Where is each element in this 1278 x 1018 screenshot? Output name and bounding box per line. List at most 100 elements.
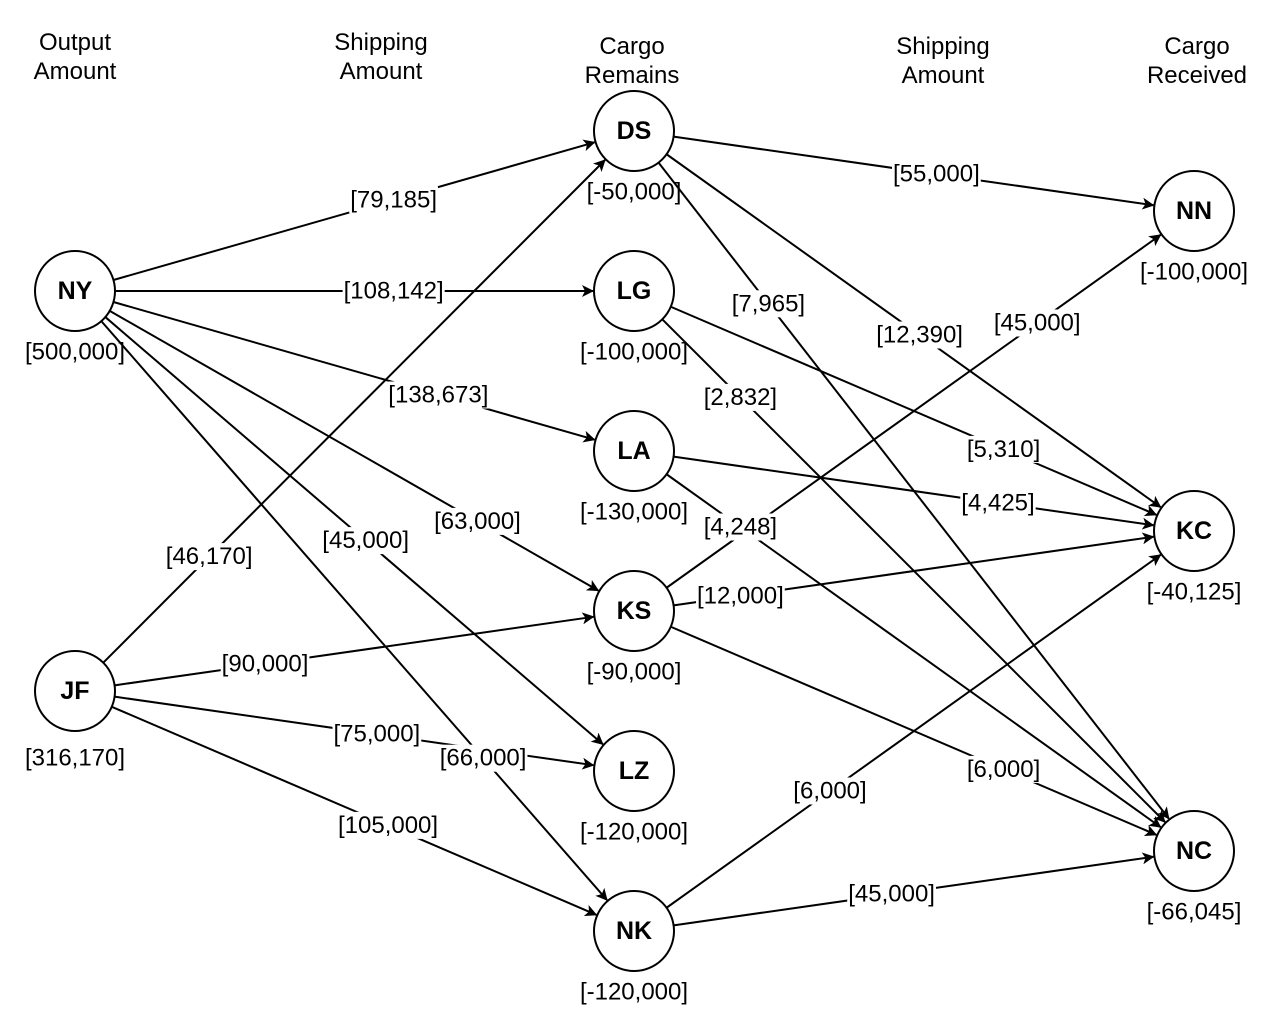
edge-label-text: [66,000] xyxy=(440,745,527,772)
node-lz: LZ [-120,000] xyxy=(580,730,688,846)
node-label: KC xyxy=(1176,517,1212,545)
edge-label-text: [5,310] xyxy=(967,436,1040,463)
header-shipping1-line2: Amount xyxy=(340,58,423,85)
edge-label-bg xyxy=(702,383,779,411)
node-label: NK xyxy=(616,917,652,945)
node-circle xyxy=(593,730,675,812)
node-circle xyxy=(1153,490,1235,572)
nodes-layer: NY[500,000] JF[316,170] DS[-50,000] LG[-100… xyxy=(25,90,1248,1006)
node-circle xyxy=(1153,810,1235,892)
edge-label-ny-lz: [45,000] xyxy=(321,527,411,555)
edge-label-bg xyxy=(847,880,936,908)
edge-label-text: [45,000] xyxy=(848,881,935,908)
header-shipping2-line2: Amount xyxy=(902,62,985,89)
node-value: [-120,000] xyxy=(580,819,688,846)
edge-label-text: [4,425] xyxy=(961,490,1034,517)
edge-label-bg xyxy=(321,527,411,555)
edge-label-lg-kc: [5,310] xyxy=(965,435,1042,463)
edge-nk-kc xyxy=(665,554,1162,909)
header-output-line1: Output xyxy=(39,29,111,56)
node-circle xyxy=(593,570,675,652)
edge-label-ny-la: [138,673] xyxy=(387,381,490,409)
edge-label-nk-kc: [6,000] xyxy=(792,777,868,805)
edge-label-bg xyxy=(992,309,1082,337)
edge-label-bg xyxy=(892,160,981,188)
edge-label-ny-ds: [79,185] xyxy=(349,186,439,214)
edge-label-jf-ds: [46,170] xyxy=(164,543,254,571)
edge-label-bg xyxy=(960,489,1036,517)
edge-ny-nk xyxy=(100,320,608,901)
edge-label-jf-nk: [105,000] xyxy=(336,811,440,839)
node-circle xyxy=(593,90,675,172)
edge-label-ds-nc: [7,965] xyxy=(730,290,807,318)
edge-la-kc xyxy=(673,455,1155,530)
edge-label-text: [12,390] xyxy=(876,322,963,349)
edge-label-la-nc: [4,248] xyxy=(702,513,779,541)
edge-label-text: [45,000] xyxy=(322,527,409,554)
edge-label-ks-nc: [6,000] xyxy=(965,755,1042,783)
header-received-line1: Cargo xyxy=(1164,33,1229,60)
node-value: [-130,000] xyxy=(580,499,688,526)
edge-label-bg xyxy=(342,277,445,305)
header-remains-line1: Cargo xyxy=(599,33,664,60)
node-value: [-40,125] xyxy=(1147,579,1242,606)
node-ds: DS[-50,000] xyxy=(587,90,682,206)
node-label: NC xyxy=(1176,837,1212,865)
node-value: [-100,000] xyxy=(580,339,688,366)
header-output-amount: Output Amount xyxy=(34,29,117,85)
edge-label-bg xyxy=(433,507,522,535)
header-remains-line2: Remains xyxy=(585,62,680,89)
edge-label-text: [108,142] xyxy=(344,278,444,305)
edge-label-bg xyxy=(349,186,439,214)
edge-label-text: [138,673] xyxy=(388,382,488,409)
node-la: LA[-130,000] xyxy=(580,410,688,526)
edge-label-ks-nn: [45,000] xyxy=(992,309,1082,337)
node-nc: NC[-66,045] xyxy=(1147,810,1241,926)
node-lg: LG[-100,000] xyxy=(580,250,688,366)
edge-label-bg xyxy=(875,321,964,349)
edge-label-bg xyxy=(387,381,490,409)
node-value: [-120,000] xyxy=(580,979,688,1006)
edge-label-ny-lg: [108,142] xyxy=(342,277,445,305)
edge-label-text: [4,248] xyxy=(704,514,777,541)
node-circle xyxy=(593,890,675,972)
edge-label-lg-nc: [2,832] xyxy=(702,383,779,411)
node-value: [316,170] xyxy=(25,745,125,772)
edge-jf-ks xyxy=(114,612,595,687)
edge-label-text: [55,000] xyxy=(893,161,980,188)
edge-label-jf-lz: [75,000] xyxy=(332,720,422,748)
node-value: [-50,000] xyxy=(587,179,682,206)
node-ks: KS[-90,000] xyxy=(587,570,682,686)
node-circle xyxy=(593,410,675,492)
edge-label-ds-nn: [55,000] xyxy=(892,160,981,188)
edge-label-text: [6,000] xyxy=(967,756,1040,783)
edge-label-bg xyxy=(702,513,779,541)
edge-label-bg xyxy=(965,435,1042,463)
edge-label-text: [90,000] xyxy=(222,650,309,677)
header-shipping1-line1: Shipping xyxy=(334,29,427,56)
edge-jf-nk xyxy=(111,705,598,916)
edges-layer: [79,185] [108,142] [138,673] [63,000] [45,00… xyxy=(100,135,1170,927)
header-shipping2-line1: Shipping xyxy=(896,33,989,60)
edge-label-ds-kc: [12,390] xyxy=(875,321,964,349)
node-ny: NY[500,000] xyxy=(25,250,125,366)
node-label: NN xyxy=(1176,197,1212,225)
edge-label-bg xyxy=(730,290,807,318)
edge-label-bg xyxy=(164,543,254,571)
edge-label-bg xyxy=(336,811,440,839)
node-value: [-100,000] xyxy=(1140,259,1248,286)
edge-label-ny-ks: [63,000] xyxy=(433,507,522,535)
edge-label-nk-nc: [45,000] xyxy=(847,880,936,908)
node-value: [-90,000] xyxy=(587,659,682,686)
edge-label-text: [12,000] xyxy=(697,582,784,609)
node-label: LZ xyxy=(619,757,650,785)
node-jf: JF[316,170] xyxy=(25,650,125,772)
node-circle xyxy=(1153,170,1235,252)
edge-jf-ds xyxy=(102,159,606,664)
node-circle xyxy=(34,650,116,732)
edge-label-text: [46,170] xyxy=(166,543,253,570)
node-circle xyxy=(593,250,675,332)
header-shipping-amount-2: Shipping Amount xyxy=(896,33,989,89)
edge-label-text: [6,000] xyxy=(793,778,866,805)
edge-label-bg xyxy=(792,777,868,805)
